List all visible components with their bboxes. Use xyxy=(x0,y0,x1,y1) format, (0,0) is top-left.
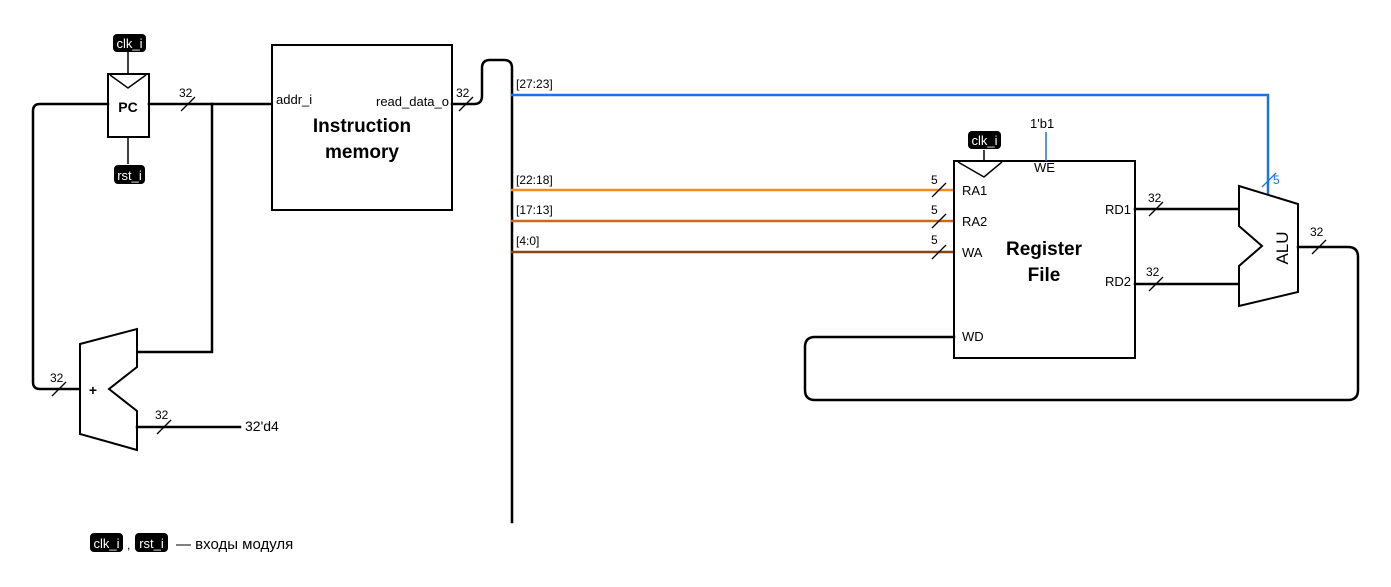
instr-mem-title-2: memory xyxy=(325,142,399,163)
legend-clk-label: clk_i xyxy=(93,536,119,551)
const-width-tick xyxy=(156,419,172,435)
ra1-width-label: 5 xyxy=(931,173,938,187)
field-17-13-label: [17:13] xyxy=(516,203,553,217)
instr-width-label: 32 xyxy=(456,86,470,100)
adder-shape xyxy=(79,327,138,452)
legend-rst-label: rst_i xyxy=(139,536,164,551)
regfile-we-value: 1'b1 xyxy=(1030,116,1054,131)
instr-mem-block: addr_i read_data_o Instruction memory xyxy=(271,44,453,211)
regfile-clk-pill: clk_i xyxy=(968,131,1001,149)
ra2-width-label: 5 xyxy=(931,203,938,217)
adder-op-label: + xyxy=(89,382,97,398)
pc-out-width-label: 32 xyxy=(179,86,193,100)
alu-out-width-tick xyxy=(1311,239,1327,255)
alu-block: ALU xyxy=(1238,184,1299,308)
ra1-width-tick xyxy=(931,182,947,198)
legend-text: — входы модуля xyxy=(176,536,293,553)
regfile-ra1-port: RA1 xyxy=(962,183,987,198)
legend-rst-pill: rst_i xyxy=(135,533,168,552)
adder-in-width-label: 32 xyxy=(50,371,64,385)
alu-label: ALU xyxy=(1273,231,1292,264)
alu-op-width-tick xyxy=(1261,172,1277,188)
wa-width-label: 5 xyxy=(931,233,938,247)
instr-mem-title-1: Instruction xyxy=(313,116,411,137)
field-22-18-label: [22:18] xyxy=(516,173,553,187)
pc-block: PC clk_i rst_i xyxy=(107,34,150,184)
regfile-clock-triangle xyxy=(957,161,1003,178)
ra2-width-tick xyxy=(931,213,947,229)
regfile-rd2-port: RD2 xyxy=(1105,274,1131,289)
legend: clk_i , rst_i — входы модуля xyxy=(90,533,293,553)
regfile-ra2-port: RA2 xyxy=(962,214,987,229)
instruction-bus xyxy=(450,58,514,524)
pc-out-width-tick xyxy=(180,96,196,112)
pc-label: PC xyxy=(118,99,137,115)
instr-mem-box xyxy=(271,44,453,211)
adder-block: + xyxy=(79,327,138,452)
pc-rst-label: rst_i xyxy=(117,168,142,183)
field-27-23-wire xyxy=(510,93,1270,196)
alu-out-width-label: 32 xyxy=(1310,225,1324,239)
regfile-wa-port: WA xyxy=(962,245,983,260)
wa-width-tick xyxy=(931,244,947,260)
regfile-we-port: WE xyxy=(1034,160,1055,175)
pc-clock-triangle xyxy=(109,74,147,89)
rd1-width-label: 32 xyxy=(1148,191,1162,205)
pc-to-adder-wire xyxy=(135,102,214,354)
regfile-clk-label: clk_i xyxy=(971,133,997,148)
alu-op-width-label: 5 xyxy=(1273,173,1280,187)
regfile-rd1-port: RD1 xyxy=(1105,202,1131,217)
pc-clk-label: clk_i xyxy=(116,36,142,51)
rd2-width-tick xyxy=(1148,276,1164,292)
adder-in-width-tick xyxy=(51,381,67,397)
alu-to-wd-wire xyxy=(803,245,1360,402)
rd2-width-label: 32 xyxy=(1146,265,1160,279)
instr-width-tick xyxy=(458,96,474,112)
instr-mem-addr-port: addr_i xyxy=(276,92,312,107)
pc-rst-pill: rst_i xyxy=(114,165,145,184)
legend-clk-pill: clk_i xyxy=(90,533,123,552)
legend-separator: , xyxy=(127,538,130,552)
regfile-wd-port: WD xyxy=(962,329,984,344)
pc-clk-pill: clk_i xyxy=(113,34,146,52)
regfile-box xyxy=(953,160,1136,359)
regfile-title-2: File xyxy=(1028,265,1061,286)
field-27-23-label: [27:23] xyxy=(516,77,553,91)
instr-mem-data-port: read_data_o xyxy=(376,94,449,109)
rd1-width-tick xyxy=(1148,201,1164,217)
regfile-title-1: Register xyxy=(1006,239,1083,260)
field-4-0-label: [4:0] xyxy=(516,234,539,248)
const-value-label: 32'd4 xyxy=(245,418,279,434)
regfile-block: clk_i 1'b1 WE RA1 RA2 WA WD RD1 RD2 Regi… xyxy=(953,116,1136,359)
alu-shape xyxy=(1238,184,1299,308)
const-width-label: 32 xyxy=(155,408,169,422)
adder-to-pc-wire xyxy=(31,102,110,391)
